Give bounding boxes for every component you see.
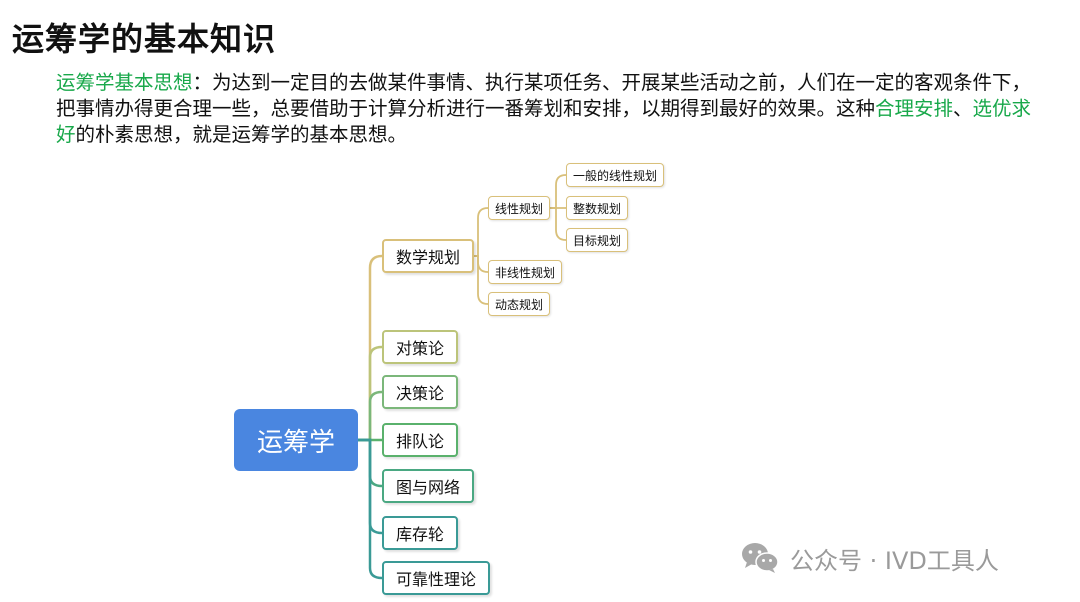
connector-math-linear <box>470 207 489 257</box>
page-title: 运筹学的基本知识 <box>12 20 277 58</box>
intro-term: 运筹学基本思想 <box>56 71 193 94</box>
node-graph-network: 图与网络 <box>382 469 475 503</box>
node-nonlinear-programming: 非线性规划 <box>488 260 563 284</box>
intro-text: ：为达到一定目的去做某件事情、执行某项任务、开展某些活动之前，人们在一定的客观条… <box>56 71 1032 120</box>
node-decision-theory: 决策论 <box>382 375 459 409</box>
node-goal-programming: 目标规划 <box>566 228 629 252</box>
connector-linear-general <box>548 174 567 209</box>
mindmap-root: 运筹学 <box>234 409 358 471</box>
connector-root-game <box>358 345 383 442</box>
intro-text-end: 的朴素思想，就是运筹学的基本思想。 <box>75 123 408 146</box>
node-dynamic-programming: 动态规划 <box>488 292 551 316</box>
connector-math-dynamic <box>470 255 489 305</box>
intro-highlight-2: 选优求好 <box>56 97 1032 146</box>
intro-highlight-1: 合理安排 <box>875 97 954 120</box>
node-linear-programming: 线性规划 <box>488 196 551 220</box>
node-general-linear-programming: 一般的线性规划 <box>566 163 665 187</box>
wechat-icon <box>742 543 779 573</box>
node-math-programming: 数学规划 <box>382 239 475 273</box>
node-queueing-theory: 排队论 <box>382 423 459 457</box>
watermark: 公众号 · IVD工具人 <box>740 538 999 578</box>
node-reliability-theory: 可靠性理论 <box>382 561 491 595</box>
watermark-text: 公众号 · IVD工具人 <box>790 546 999 575</box>
intro-paragraph: 运筹学基本思想：为达到一定目的去做某件事情、执行某项任务、开展某些活动之前，人们… <box>56 70 1036 148</box>
connector-root-decision <box>358 390 383 442</box>
node-integer-programming: 整数规划 <box>566 196 629 220</box>
connector-root-math <box>358 254 383 442</box>
intro-separator: 、 <box>953 97 973 120</box>
connector-root-reliability <box>358 438 383 580</box>
node-inventory: 库存轮 <box>382 516 459 550</box>
node-game-theory: 对策论 <box>382 330 459 364</box>
connector-linear-goal <box>548 207 567 241</box>
